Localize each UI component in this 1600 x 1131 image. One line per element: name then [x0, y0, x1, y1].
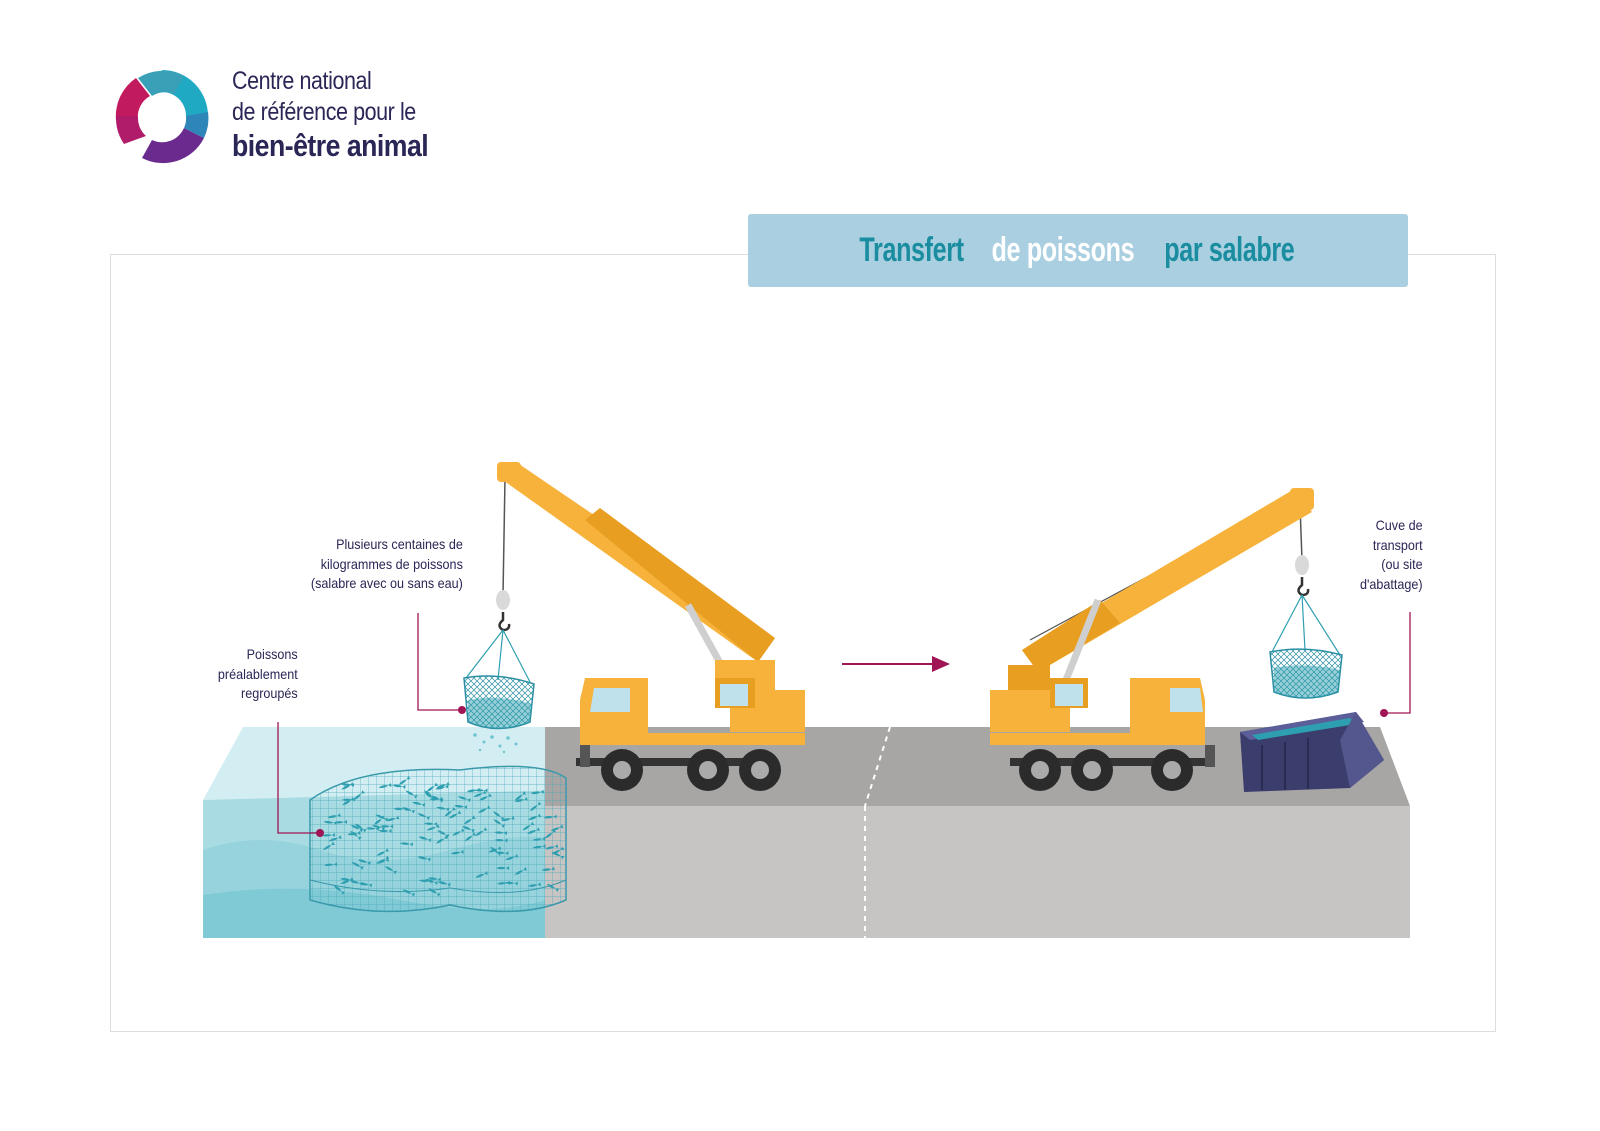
- logo-line-3: bien-être animal: [232, 128, 429, 163]
- direction-arrow: [842, 656, 950, 672]
- pointer-lines: [277, 612, 1411, 834]
- logo-text: Centre national de référence pour le bie…: [232, 66, 460, 164]
- logo-icon: [115, 70, 209, 164]
- logo: Centre national de référence pour le bie…: [112, 66, 532, 176]
- transport-tank: [1240, 712, 1384, 792]
- salabre-net-right: [1269, 594, 1343, 699]
- pointer-dot-grouped: [316, 829, 324, 837]
- pointer-dot-tank: [1380, 709, 1388, 717]
- title-part-2: de poissons: [991, 231, 1135, 269]
- title-part-1: Transfert: [859, 231, 965, 269]
- label-transport-tank: Cuve de transport (ou site d'abattage): [1360, 517, 1423, 592]
- logo-line-2: de référence pour le: [232, 98, 416, 126]
- pointer-dot-net: [458, 706, 466, 714]
- salabre-net-left: [463, 629, 535, 754]
- net-enclosure: [309, 765, 567, 913]
- label-net-contents: Plusieurs centaines de kilogrammes de po…: [311, 536, 463, 591]
- crane-truck-right: [990, 488, 1314, 791]
- diagram-title: Transfert de poissons par salabre: [748, 214, 1408, 287]
- title-part-3: par salabre: [1164, 231, 1295, 269]
- logo-line-1: Centre national: [232, 67, 372, 95]
- label-grouped-fish: Poissons préalablement regroupés: [218, 646, 298, 701]
- crane-truck-left: [496, 462, 805, 791]
